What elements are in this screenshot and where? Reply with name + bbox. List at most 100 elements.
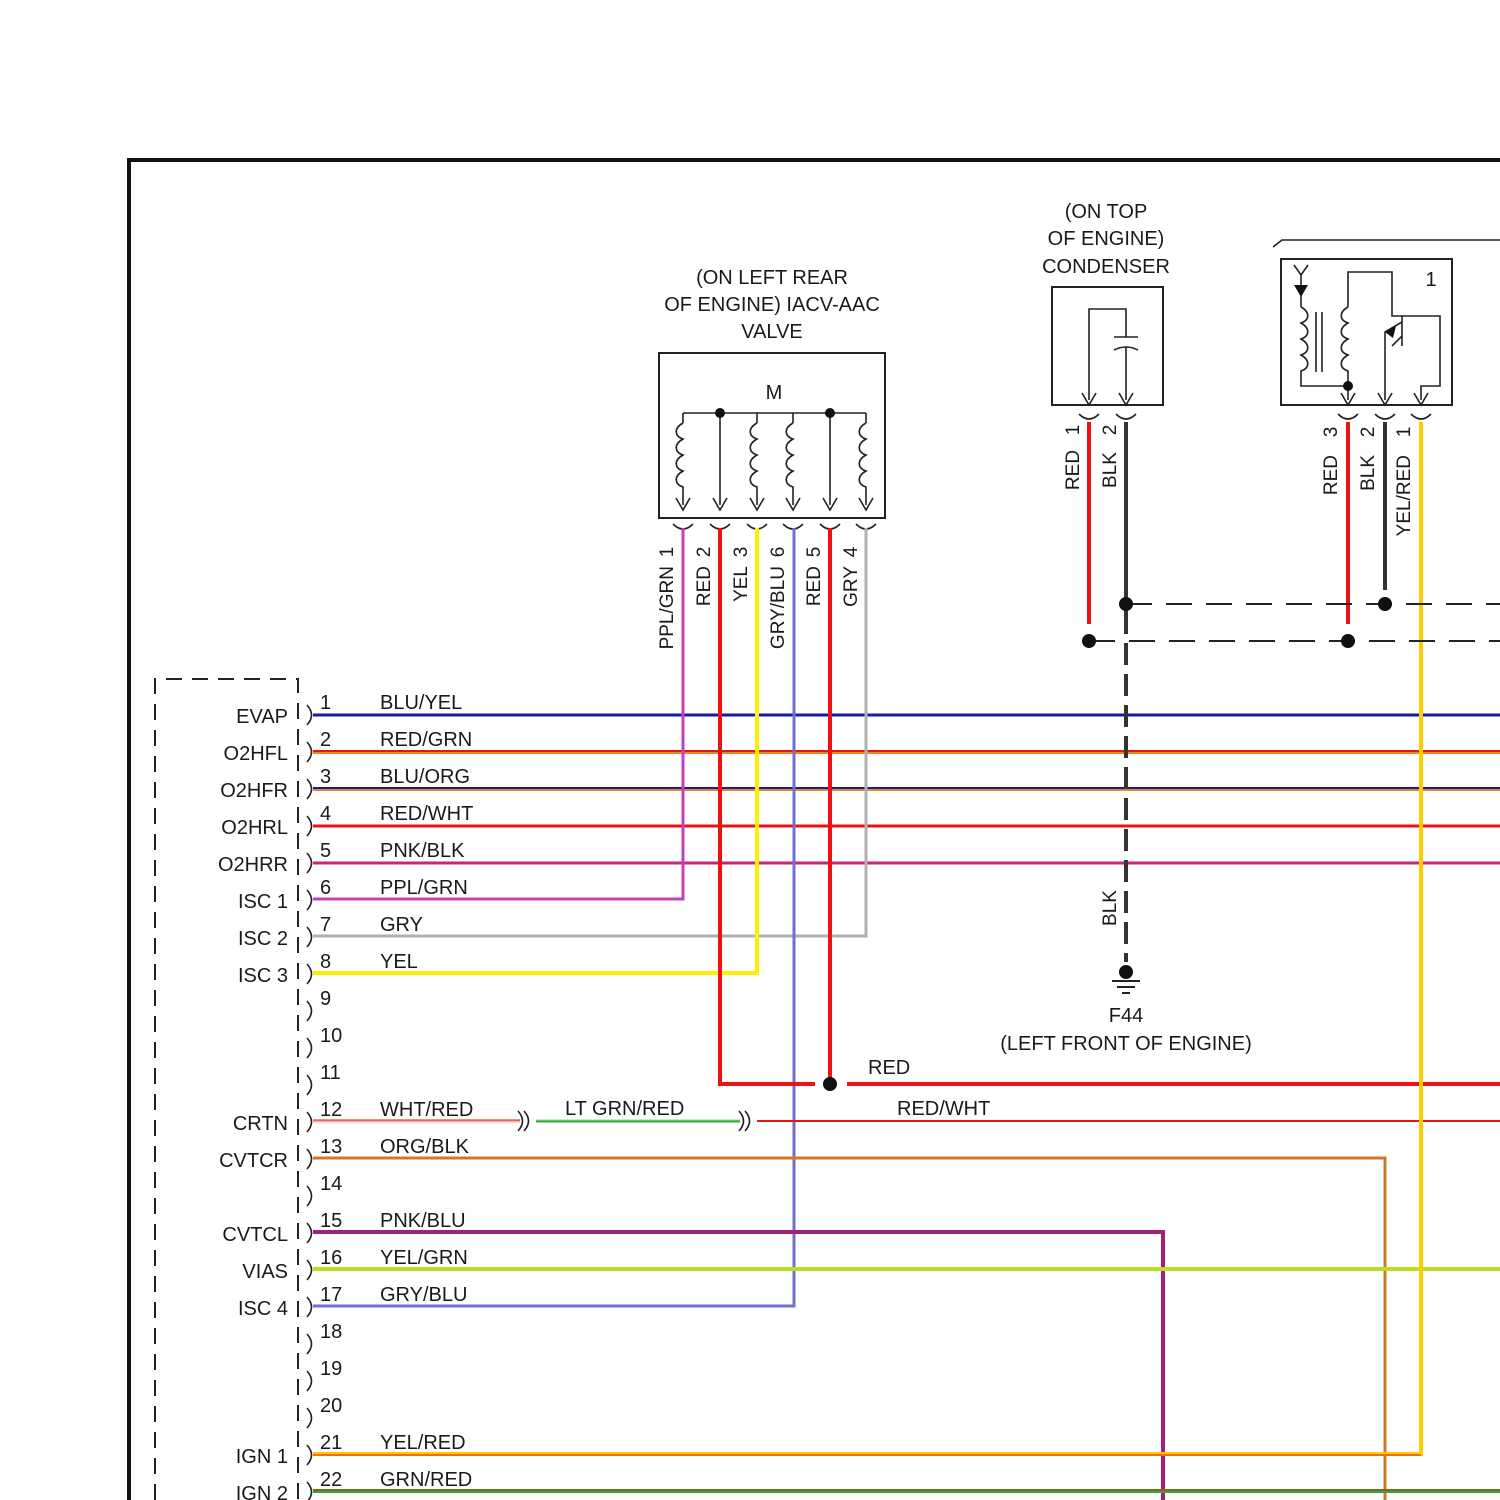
ecm-pin-number: 17 (320, 1284, 342, 1306)
ecm-signal-name: VIAS (242, 1261, 288, 1283)
iacv-pin-number: 3 (731, 547, 752, 558)
iacv-pin-number: 4 (841, 546, 862, 557)
wire-pin15 (313, 1232, 1163, 1500)
ecm-pin-number: 11 (320, 1062, 341, 1084)
ecm-pin-number: 4 (320, 803, 331, 825)
ecm-wire-color: PNK/BLK (380, 840, 465, 862)
ecm-pin-row: 19 (307, 1358, 342, 1391)
ecm-pin-number: 22 (320, 1469, 342, 1491)
ground-id: F44 (1109, 1005, 1143, 1027)
ground-location: (LEFT FRONT OF ENGINE) (1000, 1033, 1252, 1055)
ecm-pin-number: 9 (320, 988, 331, 1010)
iacv-pin-number: 5 (804, 547, 825, 558)
ecm-signal-name: ISC 3 (238, 965, 288, 987)
ecm-pin-row: 13CVTCRORG/BLK (219, 1136, 469, 1172)
ecm-pin-number: 16 (320, 1247, 342, 1269)
pin-connector-icon (307, 1075, 312, 1095)
transistor-arrow-icon (1385, 326, 1396, 338)
motor-label: M (766, 382, 783, 404)
ecm-signal-name: ISC 1 (238, 891, 288, 913)
coil-wire-label: YEL/RED (1394, 455, 1415, 536)
coil-pin-number: 1 (1394, 427, 1415, 438)
iacv-wire-label: GRY (841, 566, 862, 607)
iacv-location-line1: (ON LEFT REAR (696, 267, 848, 289)
ecm-pin-number: 7 (320, 914, 331, 936)
coil-pin-number: 2 (1358, 427, 1379, 438)
ecm-wire-color: BLU/YEL (380, 692, 462, 714)
iacv-internal-wiring (673, 413, 876, 529)
ecm-signal-name: CRTN (233, 1113, 288, 1135)
ecm-wire-color: GRY (380, 914, 423, 936)
ecm-pin-number: 18 (320, 1321, 342, 1343)
iacv-wire-label: YEL (731, 566, 752, 602)
splice-dot (1341, 634, 1355, 648)
pin-connector-icon (307, 816, 312, 836)
iacv-pin-number: 6 (768, 547, 789, 558)
ecm-pin-number: 12 (320, 1099, 342, 1121)
pin-connector-icon (307, 1334, 312, 1354)
ecm-signal-name: ISC 4 (238, 1298, 288, 1320)
pin-connector-icon (307, 1445, 312, 1465)
ecm-pin-number: 6 (320, 877, 331, 899)
lt-grn-red-label: LT GRN/RED (565, 1098, 684, 1120)
coil-wire-label: BLK (1358, 455, 1379, 491)
ecm-pin-row: 11 (307, 1062, 341, 1095)
iacv-wire-label: RED (694, 566, 715, 606)
ecm-pin-number: 5 (320, 840, 331, 862)
ecm-wire-color: GRN/RED (380, 1469, 472, 1491)
splice-dot (1119, 597, 1133, 611)
pin-connector-icon (307, 1260, 312, 1280)
wire-harness (313, 422, 1500, 1500)
pin-connector-icon (307, 705, 312, 725)
iacv-location-line3: VALVE (741, 321, 803, 343)
ecm-signal-name: O2HFR (220, 780, 288, 802)
ecm-wire-color: ORG/BLK (380, 1136, 470, 1158)
coil-junction-dot (1343, 381, 1353, 391)
iacv-pin-number: 2 (694, 547, 715, 558)
ecm-wire-color: WHT/RED (380, 1099, 473, 1121)
coil-bracket-line (1273, 240, 1500, 247)
iacv-junction-dot (825, 408, 835, 418)
condenser-wire-label: RED (1063, 450, 1084, 490)
splice-dot (823, 1077, 837, 1091)
ground-icon (1112, 965, 1140, 993)
ecm-pin-row: 15CVTCLPNK/BLU (222, 1210, 465, 1246)
ground-wire-label: BLK (1100, 890, 1121, 926)
pin-connector-icon (307, 927, 312, 947)
ecm-signal-name: IGN 2 (236, 1483, 288, 1500)
ecm-pin-number: 1 (320, 692, 331, 714)
iacv-junction-dot (715, 408, 725, 418)
red-bus-label: RED (868, 1057, 910, 1079)
ecm-pin-number: 21 (320, 1432, 342, 1454)
ecm-signal-name: O2HRL (221, 817, 288, 839)
iacv-pin-number: 1 (657, 547, 678, 558)
ecm-wire-color: YEL (380, 951, 418, 973)
pin-connector-icon (307, 1371, 312, 1391)
ecm-pin-number: 20 (320, 1395, 342, 1417)
ecm-wire-color: PNK/BLU (380, 1210, 466, 1232)
coil-pin-number: 3 (1321, 427, 1342, 438)
condenser: (ON TOP OF ENGINE) CONDENSER 1 2 RED BLK (1042, 201, 1170, 490)
iacv-aac-valve: (ON LEFT REAR OF ENGINE) IACV-AAC VALVE … (659, 267, 885, 529)
condenser-line3: CONDENSER (1042, 256, 1170, 278)
ecm-wire-color: RED/WHT (380, 803, 473, 825)
pin-connector-icon (307, 1038, 312, 1058)
coil-unit-number: 1 (1425, 269, 1436, 291)
pin-connector-icon (307, 1223, 312, 1243)
ecm-pin-row: 8ISC 3YEL (238, 951, 418, 987)
ecm-pin-row: 10 (307, 1025, 342, 1058)
ecm-wire-color: YEL/GRN (380, 1247, 468, 1269)
iacv-box (659, 353, 885, 518)
pin-connector-icon (307, 853, 312, 873)
ecm-pin-row: 16VIAS YEL/GRN (242, 1247, 467, 1283)
ecm-signal-name: CVTCR (219, 1150, 288, 1172)
ecm-signal-name: CVTCL (222, 1224, 288, 1246)
pin-connector-icon (307, 1482, 312, 1500)
ecm-pin-number: 3 (320, 766, 331, 788)
ecm-outline (155, 679, 298, 1500)
